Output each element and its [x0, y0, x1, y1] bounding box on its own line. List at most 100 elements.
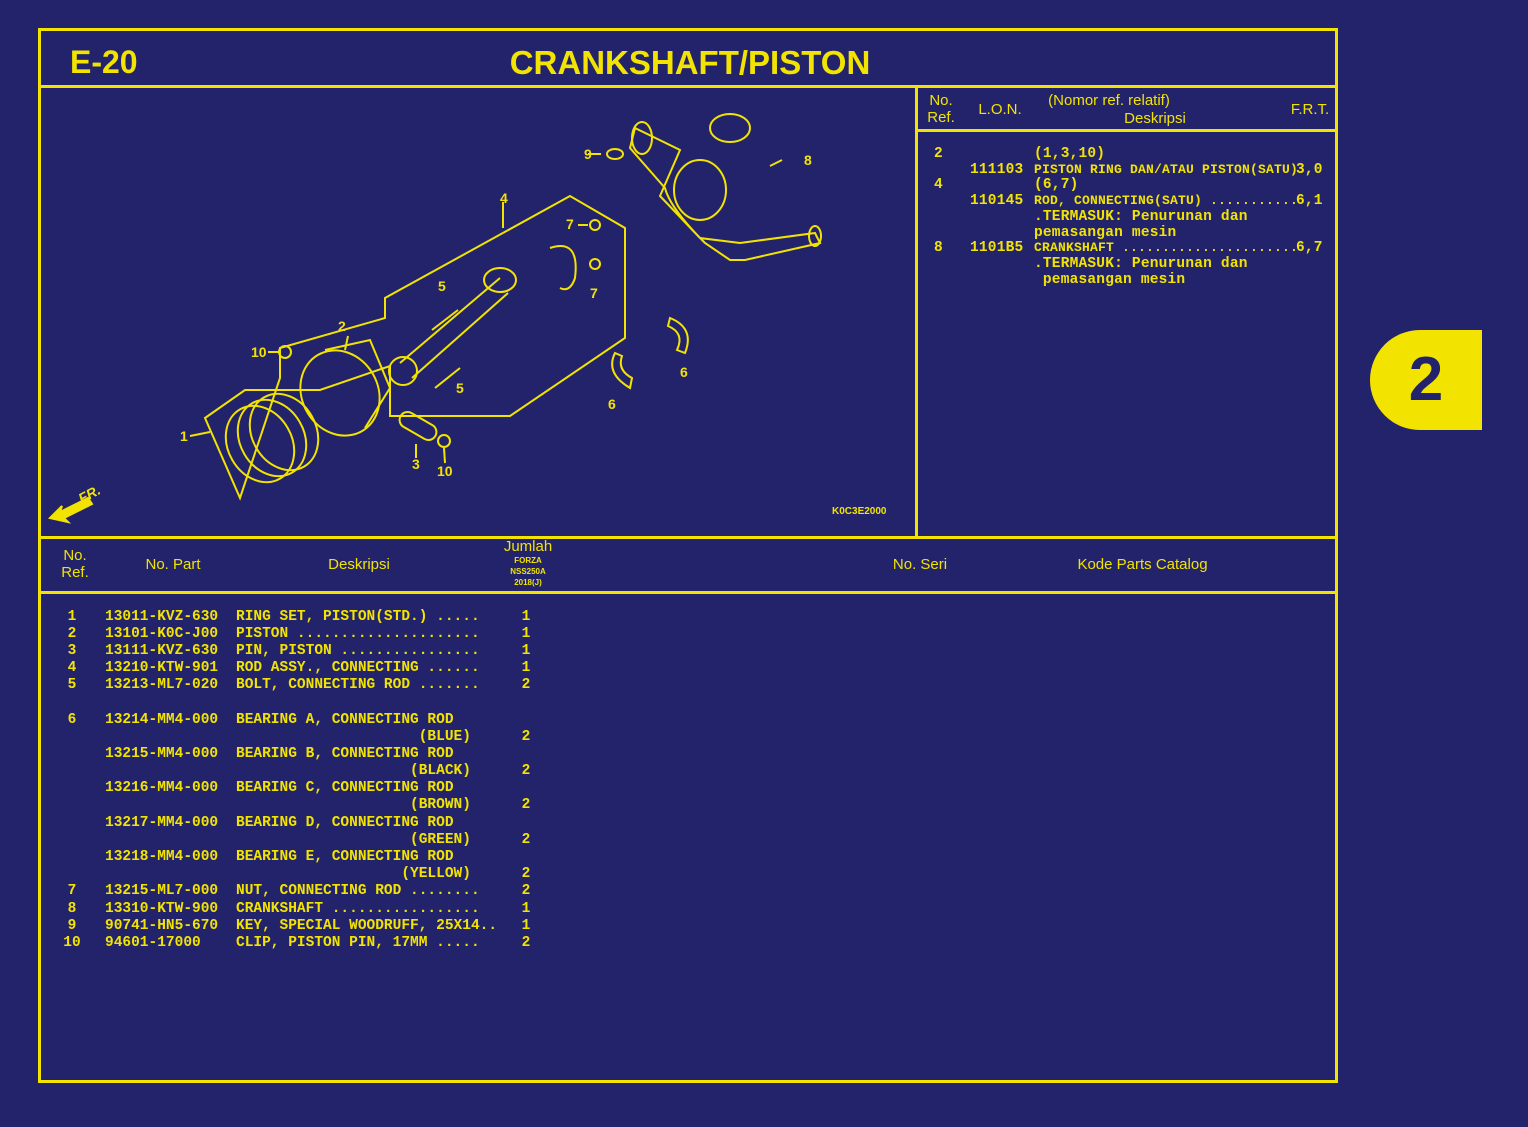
labor-row-4-lon: 110145 [970, 193, 1024, 209]
labor-row-4-extra-2: pemasangan mesin [1034, 225, 1177, 241]
parts-header-qty: Jumlah FORZA NSS250A 2018(J) [503, 538, 553, 587]
labor-row-8-ref: 8 [934, 240, 943, 256]
front-arrow [48, 496, 94, 524]
callout-8: 8 [804, 152, 812, 168]
piston-pin [398, 411, 438, 441]
part-number: 13310-KTW-900 [105, 901, 219, 917]
piston-ring-1 [224, 404, 296, 484]
part-number: 13218-MM4-000 [105, 849, 219, 865]
part-description: (YELLOW) [236, 866, 471, 882]
part-quantity: 1 [521, 660, 531, 676]
parts-header-desc: Deskripsi [328, 556, 390, 573]
labor-row-4-frt: 6,1 [1296, 193, 1323, 209]
part-description: BEARING A, CONNECTING ROD [236, 712, 454, 728]
callout-10a: 10 [251, 344, 267, 360]
part-quantity: 2 [521, 763, 531, 779]
ref-number: 1 [67, 609, 77, 625]
part-number: 13210-KTW-901 [105, 660, 219, 676]
part-quantity: 2 [521, 883, 531, 899]
chapter-tab[interactable]: 2 [1370, 330, 1482, 430]
part-description: PIN, PISTON ................ [236, 643, 480, 659]
ref-number: 6 [67, 712, 77, 728]
crankshaft [628, 126, 822, 261]
piston-ring-3 [248, 392, 320, 472]
part-description: (BROWN) [236, 797, 471, 813]
callout-1: 1 [180, 428, 188, 444]
labor-row-8-lon: 1101B5 [970, 240, 1024, 256]
callout-3: 3 [412, 456, 420, 472]
table-row[interactable]: (BROWN)2 [60, 797, 540, 814]
piston-ring-2 [236, 398, 308, 478]
part-quantity: 2 [521, 677, 531, 693]
table-row[interactable]: 13216-MM4-000 BEARING C, CONNECTING ROD [60, 780, 540, 797]
part-description: (BLUE) [236, 729, 471, 745]
labor-row-8-desc: CRANKSHAFT ...................... [1034, 240, 1299, 255]
part-number: 13214-MM4-000 [105, 712, 219, 728]
labor-row-4-extra-1: .TERMASUK: Penurunan dan [1034, 209, 1248, 225]
diagram-code: K0C3E2000 [832, 506, 887, 517]
callout-9: 9 [584, 146, 592, 162]
table-row[interactable]: 13215-MM4-000 BEARING B, CONNECTING ROD [60, 746, 540, 763]
title-divider [38, 85, 1338, 88]
diagram-divider [915, 85, 918, 537]
ref-number: 7 [67, 883, 77, 899]
parts-header-part: No. Part [145, 556, 201, 573]
parts-header-ref: No. Ref. [61, 547, 89, 581]
part-description: KEY, SPECIAL WOODRUFF, 25X14.. [236, 918, 498, 934]
part-quantity: 1 [521, 643, 531, 659]
table-row[interactable]: (GREEN)2 [60, 832, 540, 849]
labor-row-2-ref: 2 [934, 146, 943, 162]
part-description: CRANKSHAFT ................. [236, 901, 480, 917]
parts-header-catalog: Kode Parts Catalog [1077, 556, 1208, 573]
bearing-lower-right [666, 316, 689, 355]
part-description: BEARING D, CONNECTING ROD [236, 815, 454, 831]
callout-6a: 6 [608, 396, 616, 412]
piston-assembly-outline [203, 194, 626, 501]
callout-4: 4 [500, 190, 508, 206]
labor-row-2-desc: PISTON RING DAN/ATAU PISTON(SATU) [1034, 162, 1299, 177]
page-title: CRANKSHAFT/PISTON [509, 44, 871, 81]
table-row[interactable]: 6 13214-MM4-000 BEARING A, CONNECTING ROD [60, 712, 540, 729]
part-quantity: 1 [521, 901, 531, 917]
callout-7a: 7 [566, 216, 574, 232]
part-number: 13213-ML7-020 [105, 677, 219, 693]
part-description: ROD ASSY., CONNECTING ...... [236, 660, 480, 676]
part-number: 94601-17000 [105, 935, 201, 951]
part-description: BEARING B, CONNECTING ROD [236, 746, 454, 762]
exploded-diagram [48, 113, 822, 524]
labor-header-lon: L.O.N. [978, 101, 1022, 118]
callout-2: 2 [338, 318, 346, 334]
upper-bearing [549, 245, 577, 291]
labor-row-2-lon: 111103 [970, 162, 1024, 178]
table-row[interactable]: (BLACK) 2 [60, 763, 540, 780]
labor-header-frt: F.R.T. [1290, 101, 1330, 118]
part-description: PISTON ..................... [236, 626, 480, 642]
part-number: 13215-MM4-000 [105, 746, 219, 762]
parts-header-serial: No. Seri [892, 556, 948, 573]
labor-header-divider [915, 129, 1338, 132]
part-description: CLIP, PISTON PIN, 17MM ..... [236, 935, 480, 951]
table-row[interactable]: (BLUE)2 [60, 729, 540, 746]
part-number: 13216-MM4-000 [105, 780, 219, 796]
part-number: 13217-MM4-000 [105, 815, 219, 831]
callout-6b: 6 [680, 364, 688, 380]
part-description: BEARING C, CONNECTING ROD [236, 780, 454, 796]
page-code: E-20 [70, 44, 138, 80]
part-quantity: 2 [521, 832, 531, 848]
table-row[interactable]: (YELLOW)2 [60, 866, 540, 883]
part-quantity: 1 [521, 918, 531, 934]
labor-row-8-frt: 6,7 [1296, 240, 1323, 256]
part-description: (BLACK) [236, 763, 471, 779]
table-row[interactable]: 13217-MM4-000 BEARING D, CONNECTING ROD [60, 815, 540, 832]
part-quantity: 2 [521, 935, 531, 951]
